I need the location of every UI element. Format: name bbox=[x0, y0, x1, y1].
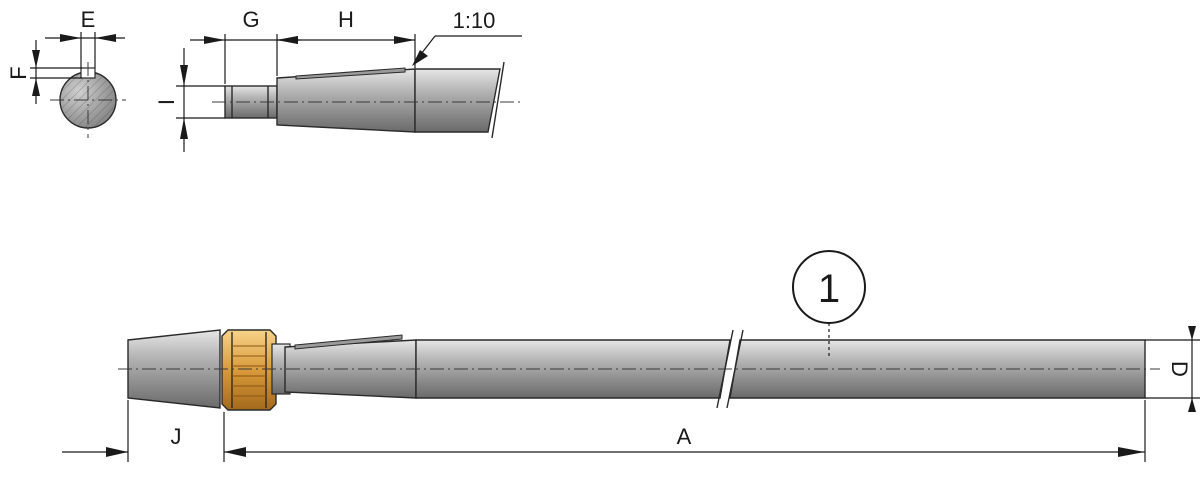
label-e: E bbox=[81, 7, 96, 32]
label-h: H bbox=[338, 7, 354, 32]
part-callout: 1 bbox=[792, 250, 866, 356]
dimension-d: D bbox=[1145, 326, 1200, 412]
label-j: J bbox=[171, 424, 182, 449]
label-a: A bbox=[677, 424, 692, 449]
dimension-f: F bbox=[6, 40, 82, 104]
label-d: D bbox=[1167, 361, 1192, 377]
main-shaft bbox=[118, 329, 1160, 411]
taper-ratio-callout: 1:10 bbox=[412, 8, 522, 66]
label-f: F bbox=[6, 66, 31, 79]
dimension-e: E bbox=[45, 7, 125, 68]
dimension-h: H bbox=[277, 7, 416, 68]
keyway-cross-section bbox=[50, 62, 126, 138]
label-g: G bbox=[242, 7, 259, 32]
dimension-a: A bbox=[224, 400, 1146, 462]
dimension-j: J bbox=[62, 400, 246, 462]
callout-number: 1 bbox=[818, 267, 840, 311]
dimension-i: I bbox=[154, 48, 225, 152]
dimension-g: G bbox=[190, 7, 300, 84]
label-i: I bbox=[154, 99, 179, 105]
taper-detail bbox=[212, 61, 522, 139]
label-taper-ratio: 1:10 bbox=[453, 8, 496, 33]
